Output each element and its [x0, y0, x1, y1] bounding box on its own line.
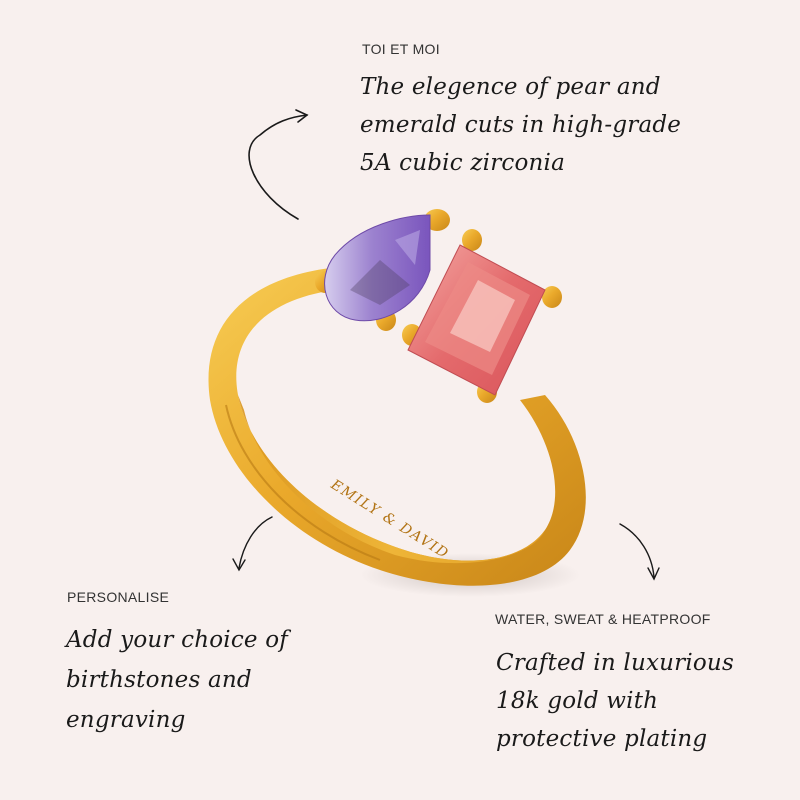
text-line: emerald cuts in high-grade: [360, 112, 682, 138]
section-text-right: Crafted in luxurious 18k gold with prote…: [496, 644, 734, 758]
text-line: birthstones and: [66, 667, 252, 693]
ring-band: [208, 268, 586, 586]
text-line: 5A cubic zirconia: [360, 150, 565, 176]
section-text-left: Add your choice of birthstones and engra…: [66, 620, 288, 740]
section-label-toi-et-moi: TOI ET MOI: [362, 41, 440, 57]
text-line: Crafted in luxurious: [496, 650, 734, 676]
text-line: protective plating: [496, 726, 708, 752]
text-line: engraving: [66, 707, 186, 733]
text-line: Add your choice of: [66, 627, 288, 653]
text-line: 18k gold with: [496, 688, 659, 714]
arrow-curved-top-icon: [248, 109, 309, 220]
text-line: The elegence of pear and: [360, 74, 661, 100]
arrow-curved-left-icon: [232, 516, 273, 572]
section-text-top: The elegence of pear and emerald cuts in…: [360, 68, 681, 182]
emerald-stone: [407, 244, 546, 396]
arrow-curved-right-icon: [619, 523, 660, 581]
section-label-personalise: PERSONALISE: [67, 589, 170, 605]
section-label-heatproof: WATER, SWEAT & HEATPROOF: [495, 611, 711, 627]
